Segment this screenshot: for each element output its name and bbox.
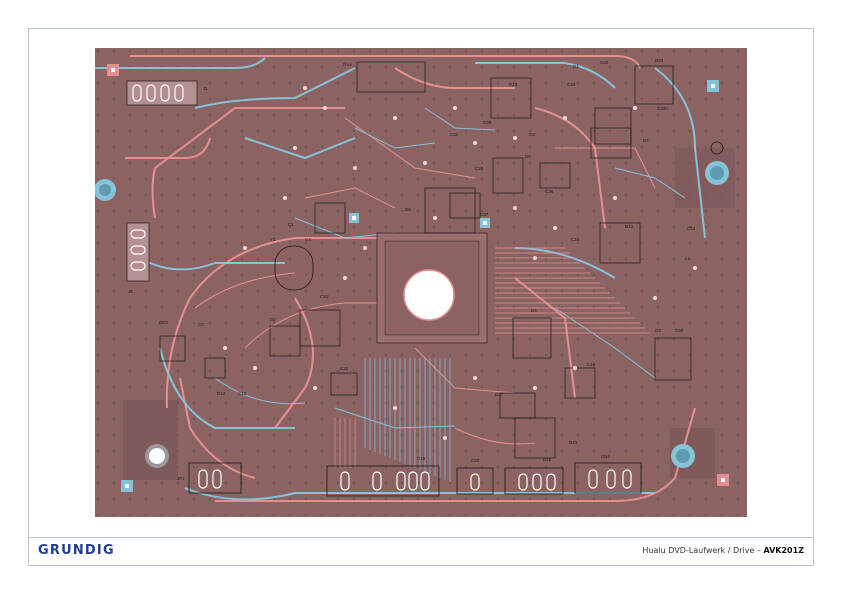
label-d23: D23 — [569, 440, 578, 445]
label-c8: C8 — [198, 322, 204, 327]
label-d24: D24 — [655, 58, 664, 63]
label-d4: D4 — [531, 308, 537, 313]
label-c24: C24 — [571, 237, 580, 242]
title-prefix: Hualu DVD-Laufwerk / Drive – — [642, 546, 764, 555]
grundig-logo: GRUNDIG — [38, 543, 115, 558]
pcb-svg: DV4 D1 D24 C40 C34 D13 D7 C3 C35 C31 D8 … — [94, 48, 747, 517]
label-c4: C4 — [305, 237, 311, 242]
label-y1: Y1 — [270, 237, 276, 242]
title-model: AVK201Z — [763, 546, 804, 555]
label-dv3: DV3 — [159, 320, 168, 325]
label-c18: C18 — [587, 362, 596, 367]
label-d15: D15 — [543, 457, 552, 462]
label-c330: C330 — [657, 106, 668, 111]
label-d13: D13 — [509, 82, 518, 87]
label-l1: L1 — [685, 256, 691, 261]
label-d7: D7 — [643, 138, 649, 143]
label-c19: C19 — [417, 456, 426, 461]
label-c1: C1 — [288, 222, 294, 227]
label-c34: C34 — [567, 82, 576, 87]
label-dv4: DV4 — [343, 62, 352, 67]
center-hole — [403, 269, 455, 321]
label-d14: D14 — [217, 391, 226, 396]
label-d3: D3 — [655, 328, 661, 333]
label-c37: C37 — [480, 212, 489, 217]
pcb-layout-image: DV4 D1 D24 C40 C34 D13 D7 C3 C35 C31 D8 … — [94, 48, 747, 517]
label-c20: C20 — [471, 458, 480, 463]
label-d12: D12 — [625, 224, 634, 229]
label-c36: C36 — [545, 189, 554, 194]
label-c12: C12 — [238, 391, 247, 396]
label-j1: J1 — [203, 86, 208, 91]
label-c50: C50 — [675, 328, 684, 333]
footer-rule — [28, 537, 814, 538]
label-cn3: CN3 — [601, 454, 610, 459]
label-c40: C40 — [600, 60, 609, 65]
document-title: Hualu DVD-Laufwerk / Drive – AVK201Z — [642, 546, 804, 555]
label-c3: C3 — [529, 132, 535, 137]
label-d1: D1 — [573, 64, 579, 69]
label-d2: D2 — [270, 317, 276, 322]
label-d5: D5 — [405, 207, 411, 212]
label-d17: D17 — [495, 392, 504, 397]
label-jp1: JP1 — [177, 476, 185, 481]
label-d8: D8 — [525, 154, 531, 159]
label-c13: C13 — [687, 226, 696, 231]
label-c35: C35 — [483, 120, 492, 125]
label-c31: C31 — [450, 132, 459, 137]
label-j2: J2 — [128, 289, 133, 294]
label-c22: C22 — [340, 366, 349, 371]
mounting-holes — [94, 141, 729, 468]
label-cx2: CX2 — [320, 294, 329, 299]
label-c30: C30 — [475, 166, 484, 171]
